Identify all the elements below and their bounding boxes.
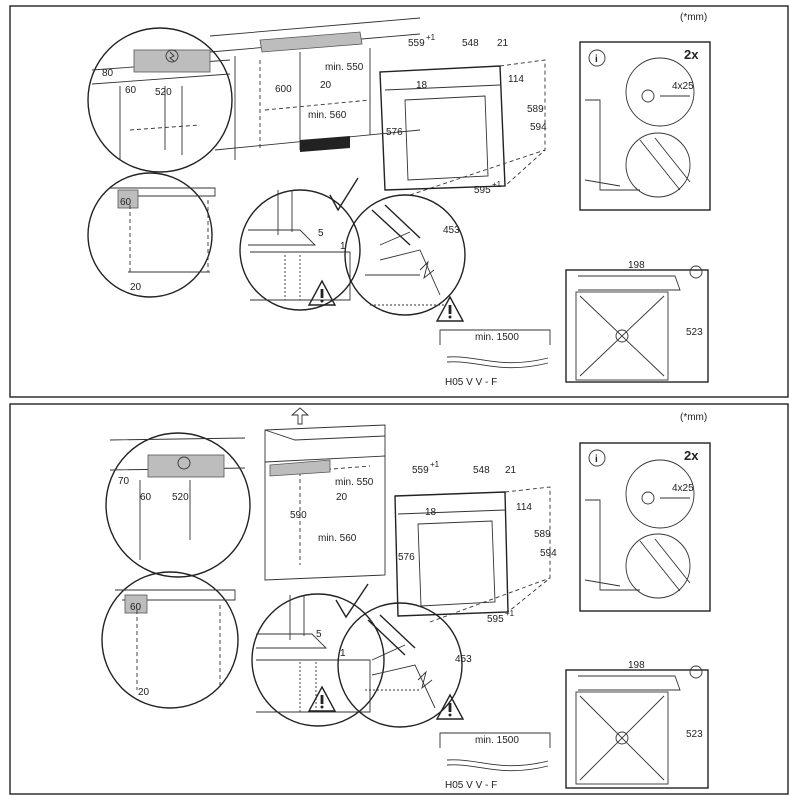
dim-width: 520 [155,87,172,98]
oven-d9-sup: +1 [492,180,502,189]
oven-d9: 595 [487,614,504,625]
dim-d: min. 560 [308,110,347,121]
dim-a: 600 [275,84,292,95]
oven-d8: 594 [540,548,557,559]
dim-width: 520 [172,492,189,503]
cable-length: min. 1500 [475,332,519,343]
oven-d5: 114 [516,502,532,513]
oven-d9: 595 [474,185,491,196]
svg-text:i: i [595,54,598,65]
oven-d7: 589 [527,104,544,115]
top-view: 198 523 [565,660,709,789]
cabinet-detail-circle: 70 60 520 [105,432,251,578]
dim-height: 80 [102,68,114,79]
cable-detail: min. 1500 H05 V V - F [439,329,551,388]
gap: 5 [316,629,322,640]
cable-type: H05 V V - F [445,780,497,791]
mount-wrong-circle [344,194,466,316]
oven-d6: 576 [386,127,403,138]
oven-d1-sup: +1 [426,33,436,42]
dim-c: 20 [320,80,332,91]
cable-length: min. 1500 [475,735,519,746]
dim-offset: 60 [125,85,137,96]
oven-d1: 559 [412,465,429,476]
dim-offset: 60 [140,492,152,503]
mount-correct-circle: 5 1 [239,177,361,311]
screw-count: 2x [684,47,699,62]
mount-correct-circle: 5 1 [251,583,385,727]
panel-frame [9,5,789,398]
dim-a: 590 [290,510,307,521]
gap2: 1 [340,241,346,252]
oven-d5: 114 [508,74,524,85]
screw-count: 2x [684,448,699,463]
top-view-depth: 523 [686,729,703,740]
mount-wrong-circle [337,602,463,728]
oven-d8: 594 [530,122,547,133]
oven-drawing: 559 +1 548 21 18 114 576 589 594 595 +1 … [394,460,557,665]
corner-detail-circle: 60 20 [87,172,216,298]
oven-drawing: 559 +1 548 21 18 114 576 589 594 595 +1 … [379,33,547,236]
oven-d10: 453 [443,225,460,236]
panel-frame [9,403,789,795]
oven-d4: 18 [425,507,437,518]
cable-type: H05 V V - F [445,377,497,388]
corner-detail-circle: 60 20 [101,571,239,709]
oven-d9-sup: +1 [505,609,515,618]
top-view-width: 198 [628,660,645,671]
cabinet-detail-circle: 80 60 520 [87,27,233,173]
corner-bottom: 20 [138,687,150,698]
panel-under-worktop: (*mm) 80 60 520 60 20 [9,5,789,398]
corner-top: 60 [120,197,132,208]
dim-height: 70 [118,476,130,487]
unit-note: (*mm) [680,412,707,423]
top-view-width: 198 [628,260,645,271]
dim-b: min. 550 [325,62,364,73]
oven-d7: 589 [534,529,551,540]
oven-d1-sup: +1 [430,460,440,469]
screw-detail: i 2x 4x25 [579,41,711,211]
screw-size: 4x25 [672,81,694,92]
dim-d: min. 560 [318,533,357,544]
gap: 5 [318,228,324,239]
oven-d3: 21 [497,38,509,49]
unit-note: (*mm) [680,12,707,23]
oven-d6: 576 [398,552,415,563]
screw-size: 4x25 [672,483,694,494]
oven-d10: 453 [455,654,472,665]
oven-d3: 21 [505,465,517,476]
panel-column: (*mm) 70 60 520 60 20 590 [9,403,789,795]
oven-d2: 548 [462,38,479,49]
cable-detail: min. 1500 H05 V V - F [439,732,551,791]
top-view-depth: 523 [686,327,703,338]
svg-text:i: i [595,454,598,465]
dim-c: 20 [336,492,348,503]
oven-d1: 559 [408,38,425,49]
oven-d2: 548 [473,465,490,476]
gap2: 1 [340,648,346,659]
dim-b: min. 550 [335,477,374,488]
screw-detail: i 2x 4x25 [579,442,711,612]
corner-bottom: 20 [130,282,142,293]
top-view: 198 523 [565,260,709,383]
corner-top: 60 [130,602,142,613]
oven-d4: 18 [416,80,428,91]
